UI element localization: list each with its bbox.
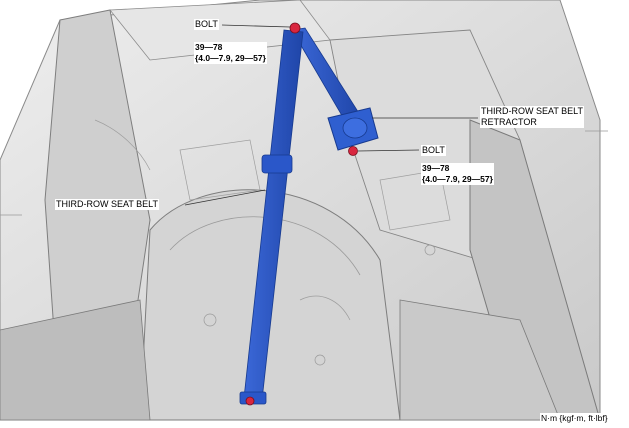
retractor-label: THIRD-ROW SEAT BELT RETRACTOR (480, 106, 585, 128)
units-label: N·m {kgf·m, ft·lbf} (540, 413, 609, 424)
bolt-top-label: BOLT (194, 19, 219, 30)
bolt-right-label: BOLT (421, 145, 446, 156)
torque-right-label: 39—78 {4.0—7.9, 29—57} (421, 163, 494, 185)
bolt-top-icon (289, 22, 301, 34)
bolt-bottom-icon (245, 396, 255, 406)
torque-top-label: 39—78 {4.0—7.9, 29—57} (194, 42, 267, 64)
leader-lines (184, 24, 478, 206)
vehicle-body (0, 0, 601, 421)
seat-belt-label: THIRD-ROW SEAT BELT (55, 199, 160, 210)
seat-belt-retractor (327, 107, 379, 151)
bolt-retractor-icon (348, 146, 358, 156)
